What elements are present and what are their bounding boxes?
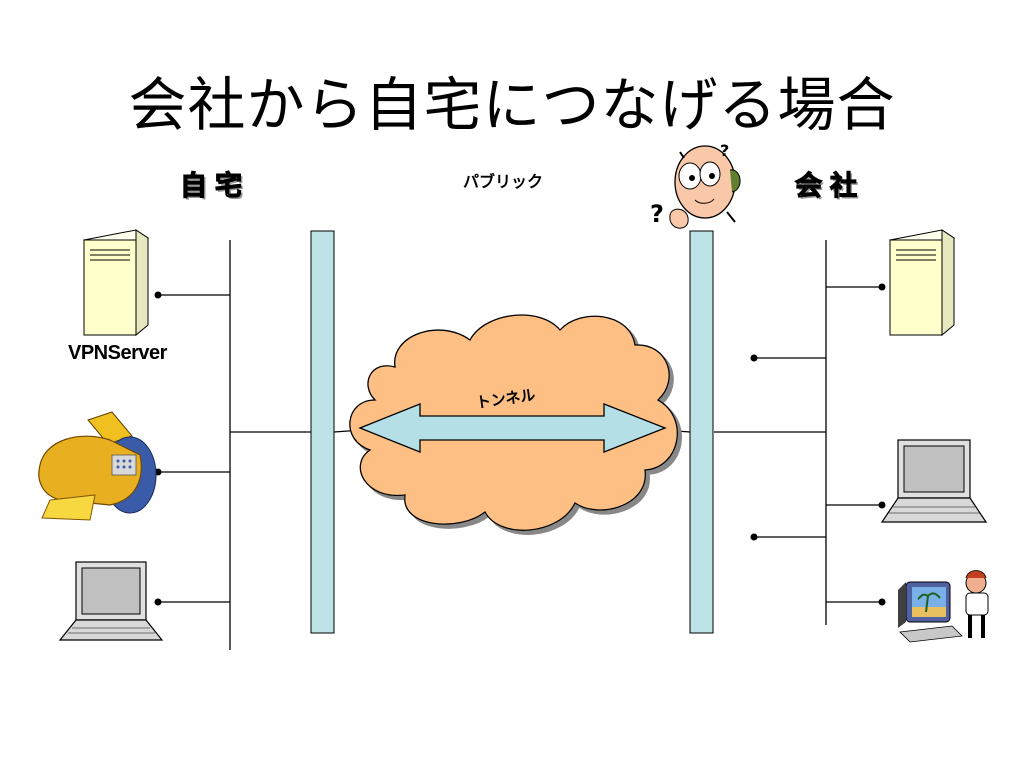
vpn-server-label: VPNServer — [68, 342, 167, 364]
office-label: 会社 — [794, 170, 865, 202]
svg-text:?: ? — [650, 200, 664, 228]
home-firewall-bar — [310, 230, 335, 634]
tunnel-arrow-icon — [358, 403, 667, 453]
computer-user-icon — [898, 570, 989, 643]
office-firewall-bar — [689, 230, 714, 634]
office-connection-dots — [750, 283, 886, 606]
home-connection-dots — [154, 291, 162, 606]
office-server-icon — [888, 229, 956, 337]
confused-person-icon: ? ? — [650, 141, 741, 229]
home-server-icon — [82, 229, 150, 337]
svg-text:?: ? — [720, 141, 729, 160]
office-laptop-icon — [880, 439, 988, 523]
home-laptop-icon — [58, 561, 164, 641]
home-label: 自宅 — [179, 170, 250, 202]
office-network — [663, 240, 882, 625]
home-printer-icon — [38, 411, 157, 521]
slide-title: 会社から自宅につなげる場合 — [128, 71, 896, 139]
public-label: パブリック — [463, 172, 544, 191]
